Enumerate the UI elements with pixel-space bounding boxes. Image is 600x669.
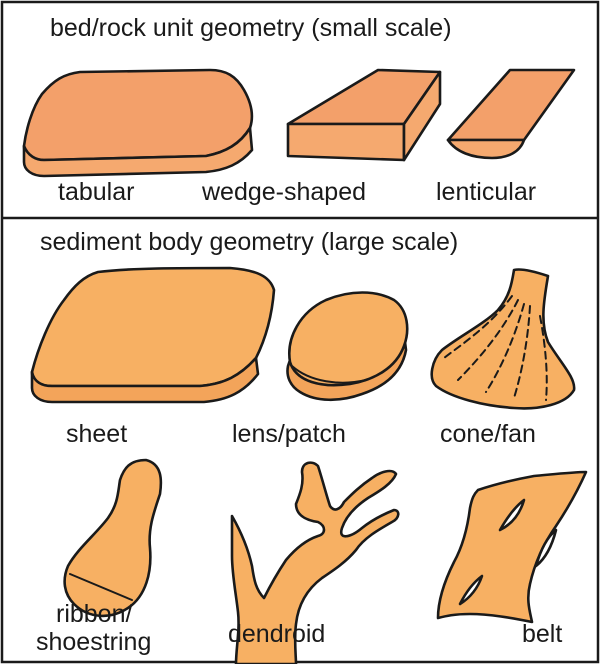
label-shoestring: shoestring bbox=[36, 628, 151, 656]
label-wedge-shaped: wedge-shaped bbox=[202, 178, 366, 206]
label-belt: belt bbox=[522, 620, 562, 648]
label-dendroid: dendroid bbox=[228, 620, 325, 648]
lens-patch-shape bbox=[288, 293, 408, 400]
sheet-shape bbox=[32, 268, 274, 402]
label-lenticular: lenticular bbox=[436, 178, 536, 206]
belt-shape bbox=[438, 472, 586, 622]
tabular-shape bbox=[24, 70, 252, 176]
lenticular-shape bbox=[448, 70, 574, 158]
label-cone-fan: cone/fan bbox=[440, 420, 536, 448]
wedge-shape bbox=[288, 70, 440, 160]
ribbon-shoestring-shape bbox=[65, 460, 161, 616]
large-scale-title: sediment body geometry (large scale) bbox=[40, 228, 458, 256]
label-sheet: sheet bbox=[66, 420, 127, 448]
small-scale-title: bed/rock unit geometry (small scale) bbox=[50, 14, 452, 42]
label-lens-patch: lens/patch bbox=[232, 420, 346, 448]
label-ribbon: ribbon/ bbox=[56, 600, 132, 628]
cone-fan-shape bbox=[432, 269, 574, 408]
label-tabular: tabular bbox=[58, 178, 134, 206]
